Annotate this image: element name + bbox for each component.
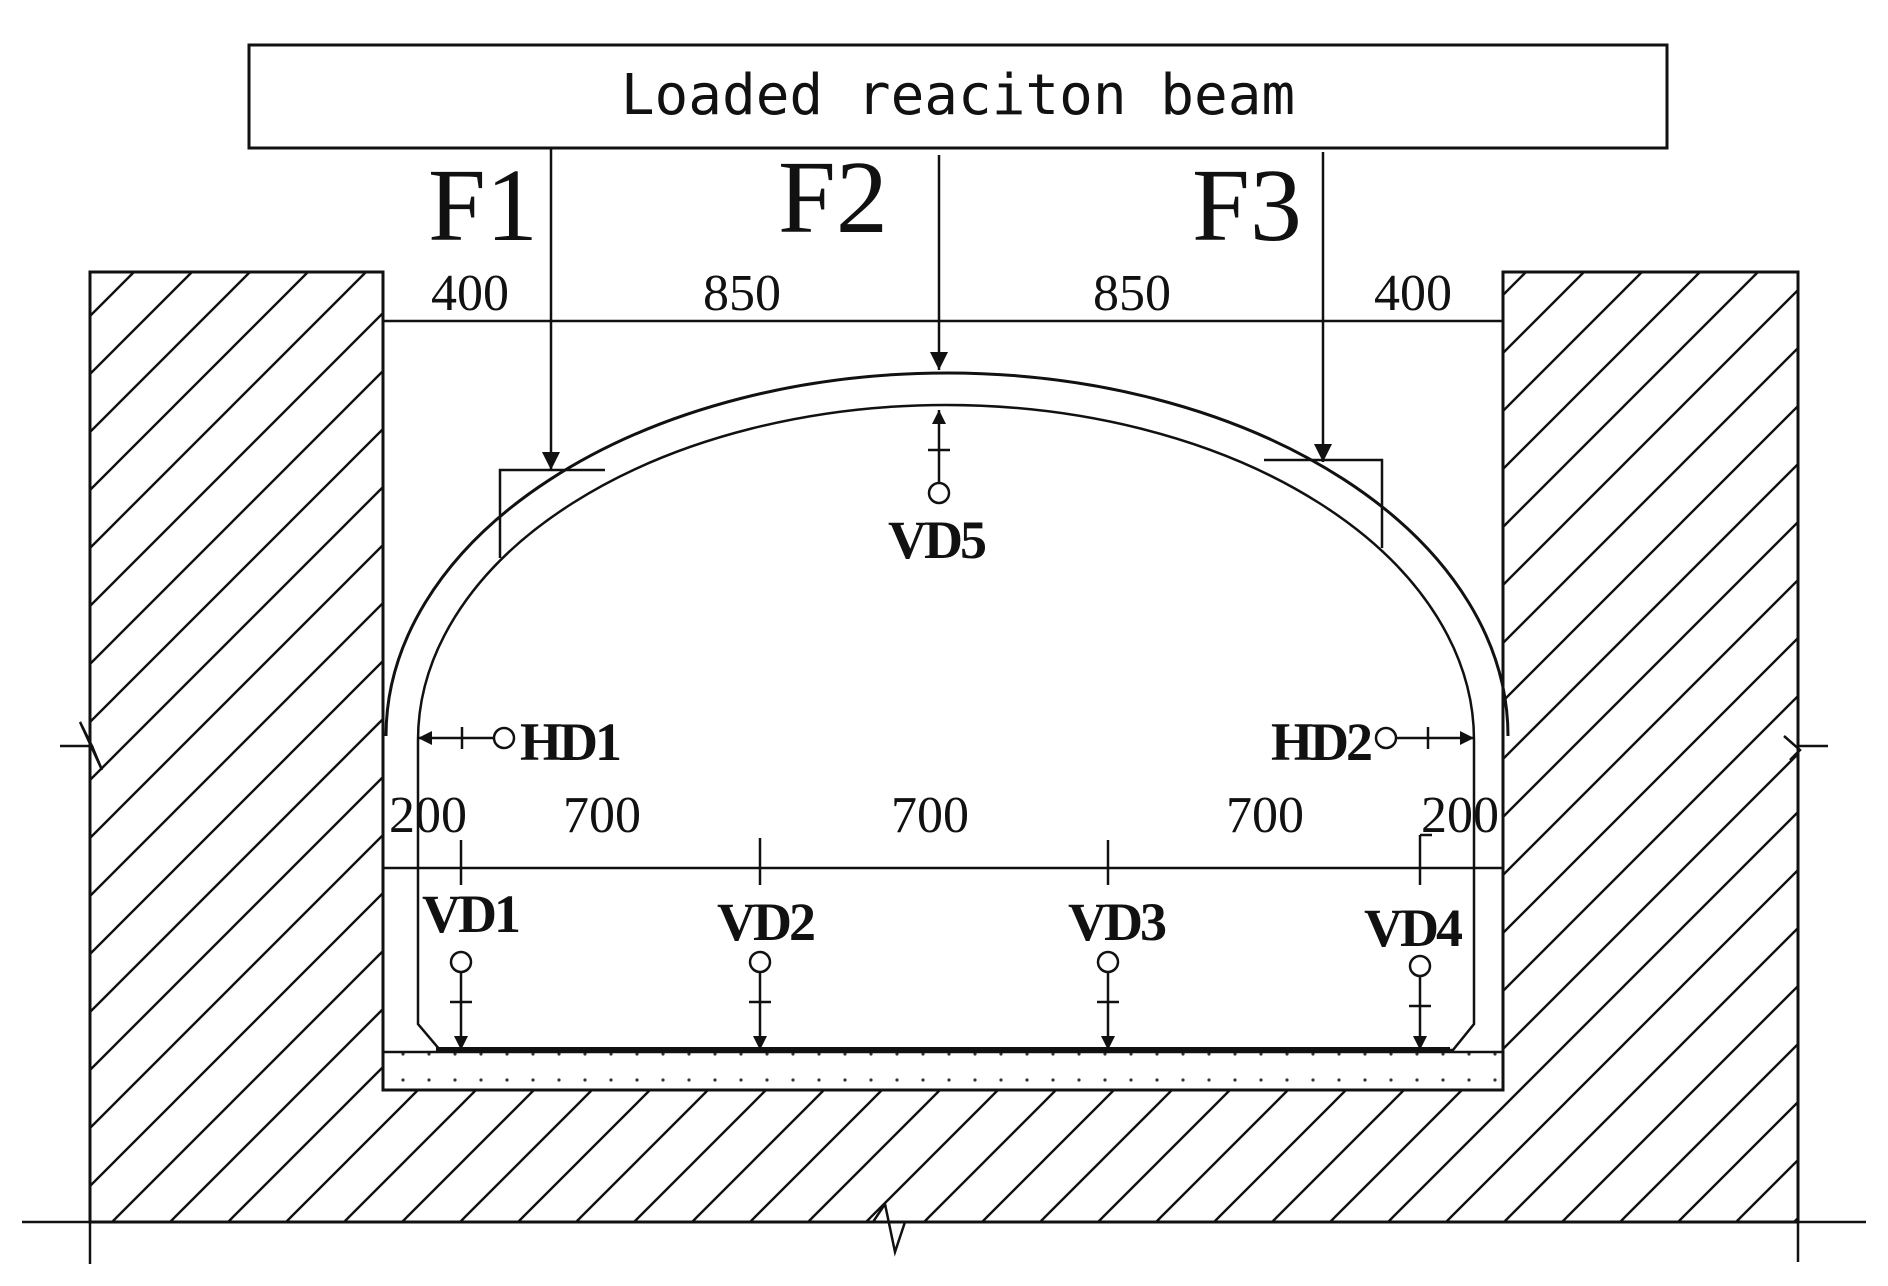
load-block-left <box>498 468 605 558</box>
reaction-beam-label: Loaded reaciton beam <box>621 63 1295 128</box>
base-cushion <box>381 1050 1505 1092</box>
bottom-dimension-1: 200 <box>389 787 467 844</box>
gauge-vd1 <box>449 840 473 1050</box>
gauge-vd1-symbol <box>449 950 473 974</box>
soil-break-right <box>1783 735 1828 761</box>
tunnel-lining-inner <box>416 403 1476 1052</box>
bottom-dimension-3: 700 <box>891 787 969 844</box>
gauge-hd2 <box>1374 726 1474 750</box>
gauge-vd4-symbol <box>1408 954 1432 978</box>
gauge-hd1-label: HD1 <box>520 712 620 772</box>
force-label-f3: F3 <box>1192 148 1302 263</box>
gauge-vd3-label: VD3 <box>1068 892 1166 952</box>
gauge-hd1-symbol <box>492 726 516 750</box>
gauge-vd5-label: VD5 <box>888 510 986 570</box>
gauge-vd1-label: VD1 <box>422 884 519 944</box>
top-dimension-3: 850 <box>1093 265 1171 322</box>
gauge-vd2-label: VD2 <box>717 892 814 952</box>
top-dimension-2: 850 <box>703 265 781 322</box>
force-label-f2: F2 <box>778 140 888 255</box>
gauge-vd5-symbol <box>927 481 951 505</box>
load-block-right <box>1264 458 1384 548</box>
gauge-vd3-symbol <box>1096 950 1120 974</box>
force-label-f1: F1 <box>428 148 538 263</box>
gauge-vd4 <box>1408 833 1432 1050</box>
soil-break-left <box>60 721 104 771</box>
gauge-hd2-label: HD2 <box>1271 712 1371 772</box>
bottom-dimension-5: 200 <box>1421 787 1499 844</box>
gauge-vd3 <box>1096 840 1120 1050</box>
gauge-vd2 <box>748 838 772 1050</box>
top-dimension-4: 400 <box>1374 265 1452 322</box>
reaction-beam <box>247 43 1669 150</box>
bottom-dimension-2: 700 <box>563 787 641 844</box>
gauge-vd4-label: VD4 <box>1364 898 1462 958</box>
gauge-hd2-symbol <box>1374 726 1398 750</box>
top-dimension-1: 400 <box>431 265 509 322</box>
bottom-dimension-4: 700 <box>1226 787 1304 844</box>
gauge-vd5 <box>927 410 951 505</box>
gauge-vd2-symbol <box>748 950 772 974</box>
ground-line <box>22 1200 1866 1257</box>
tunnel-lining-outer <box>384 371 1510 737</box>
gauge-hd1 <box>418 726 516 750</box>
